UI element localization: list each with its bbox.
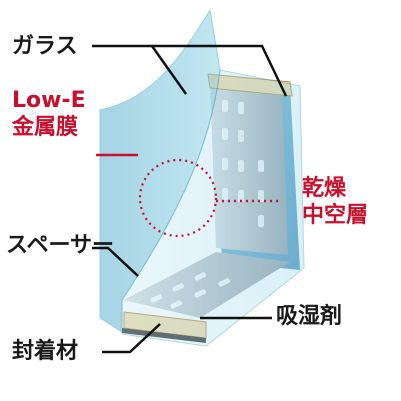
lowe-label-line2: 金属膜 (12, 115, 79, 140)
dry-air-layer-marker (138, 158, 218, 238)
spacer-label: スペーサー (6, 233, 115, 258)
desiccant-label: 吸湿剤 (276, 304, 343, 329)
lowe-label-line1: Low-E (12, 88, 86, 113)
glass-label: ガラス (12, 34, 78, 59)
front-glass-face (121, 69, 305, 347)
dry-layer-label-line1: 乾燥 (302, 176, 347, 201)
dry-layer-label-line2: 中空層 (302, 203, 369, 228)
front-glass-pane (99, 8, 221, 333)
sealant-label: 封着材 (12, 339, 79, 364)
leader-lines (92, 44, 288, 354)
